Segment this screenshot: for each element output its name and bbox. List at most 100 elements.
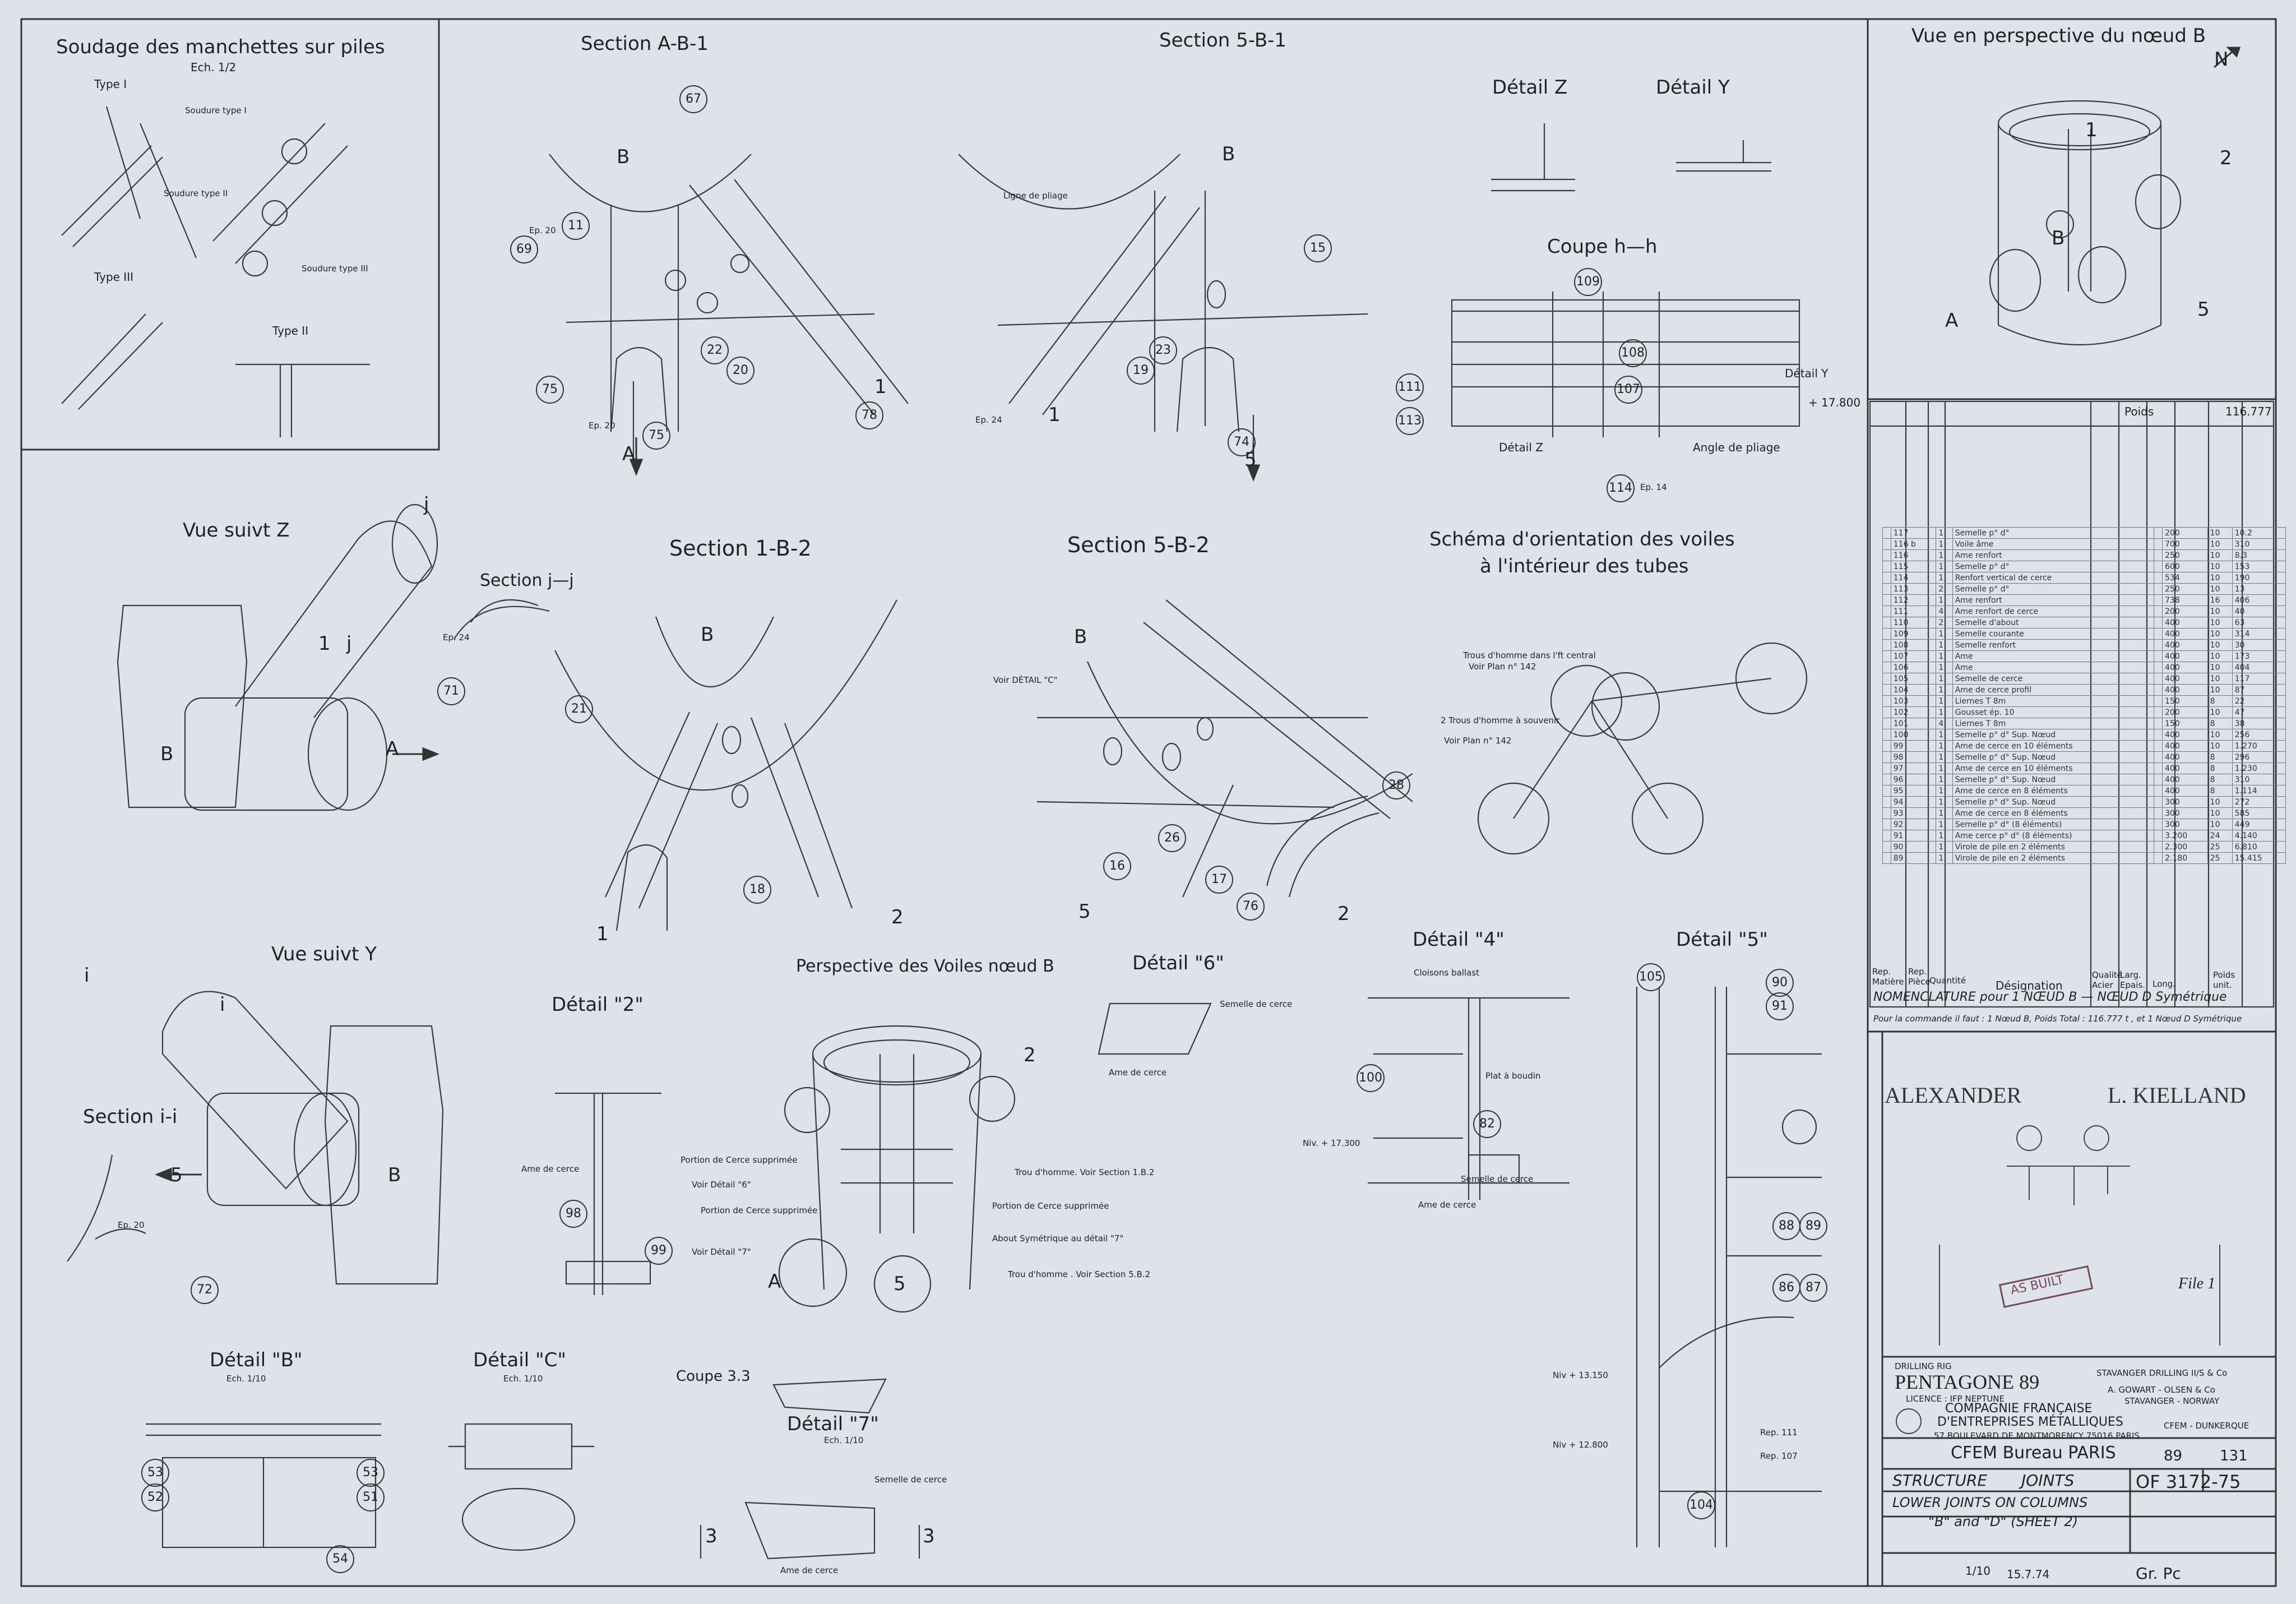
nomenclature-cell-e: 10 bbox=[2207, 740, 2233, 752]
nomenclature-cell-q: 1 bbox=[1936, 785, 1953, 797]
section-ab1-arrow-a: A bbox=[622, 443, 636, 465]
nomenclature-cell-l: 400 bbox=[2162, 662, 2208, 673]
nomenclature-cell-w: 13 bbox=[2232, 583, 2286, 595]
nomenclature-cell-q: 1 bbox=[1936, 774, 1953, 785]
section-5b1-point-b: B bbox=[1222, 143, 1235, 165]
nomenclature-cell-e: 24 bbox=[2207, 830, 2233, 842]
nomenclature-cell-l: 200 bbox=[2162, 706, 2208, 718]
nomenclature-cell-empty bbox=[2154, 762, 2163, 774]
callout-22: 22 bbox=[701, 336, 729, 364]
callout-26: 26 bbox=[1158, 824, 1186, 852]
nomenclature-cell-l: 2.300 bbox=[2162, 841, 2208, 853]
vue-y-i1: i bbox=[84, 964, 90, 987]
nomenclature-cell-q: 1 bbox=[1936, 729, 1953, 741]
nomenclature-cell-empty bbox=[2154, 628, 2163, 640]
nomenclature-cell-q: 2 bbox=[1936, 617, 1953, 628]
nomenclature-cell-rep: 117 bbox=[1890, 527, 1937, 539]
voir-detail-c-note: Voir DÉTAIL "C" bbox=[993, 675, 1058, 685]
nomenclature-cell-empty bbox=[2154, 583, 2163, 595]
nomenclature-cell-rep: 105 bbox=[1890, 673, 1937, 685]
section-1b2-point-b: B bbox=[701, 623, 714, 646]
nomenclature-cell-e: 10 bbox=[2207, 538, 2233, 550]
coupe-hh-detail-y: Détail Y bbox=[1785, 367, 1829, 380]
nomenclature-cell-l: 150 bbox=[2162, 695, 2208, 707]
nomenclature-cell-l: 400 bbox=[2162, 785, 2208, 797]
nomenclature-cell-empty bbox=[2154, 695, 2163, 707]
nomenclature-cell-rep: 106 bbox=[1890, 662, 1937, 673]
nomenclature-cell-empty bbox=[1882, 662, 1891, 673]
detail-2-note-3: Voir Détail "7" bbox=[692, 1247, 751, 1257]
nomenclature-cell-d: Ame de cerce en 8 éléments bbox=[1952, 785, 2155, 797]
callout-109: 109 bbox=[1574, 268, 1602, 296]
nomenclature-cell-w: 8.3 bbox=[2232, 549, 2286, 561]
nomenclature-cell-empty bbox=[2154, 673, 2163, 685]
nomenclature-cell-e: 10 bbox=[2207, 819, 2233, 830]
nomenclature-cell-rep: 102 bbox=[1890, 706, 1937, 718]
vue-y-title: Vue suivt Y bbox=[271, 943, 377, 965]
callout-28: 28 bbox=[1382, 771, 1410, 799]
callout-91: 91 bbox=[1766, 992, 1794, 1020]
nomenclature-cell-empty bbox=[1882, 628, 1891, 640]
callout-89: 89 bbox=[1799, 1212, 1827, 1240]
nomenclature-cell-l: 400 bbox=[2162, 762, 2208, 774]
nomenclature-cell-e: 10 bbox=[2207, 662, 2233, 673]
nomenclature-cell-empty bbox=[2154, 650, 2163, 662]
nomenclature-cell-d: Semelle de cerce bbox=[1952, 673, 2155, 685]
nomenclature-cell-e: 10 bbox=[2207, 583, 2233, 595]
nomenclature-cell-d: Ame renfort bbox=[1952, 549, 2155, 561]
project-name-right: L. KIELLAND bbox=[2108, 1083, 2246, 1108]
nomenclature-cell-d: Ame renfort bbox=[1952, 594, 2155, 606]
section-ab1-arrow-1: 1 bbox=[874, 376, 887, 398]
nomenclature-cell-e: 10 bbox=[2207, 807, 2233, 819]
callout-74: 74 bbox=[1228, 428, 1256, 456]
nomenclature-cell-empty bbox=[2154, 740, 2163, 752]
perspective-note-3: Trou d'homme. Voir Section 1.B.2 bbox=[1015, 1167, 1155, 1177]
detail-5-title: Détail "5" bbox=[1676, 928, 1768, 951]
nomenclature-cell-w: 22 bbox=[2232, 695, 2286, 707]
col-designation: Désignation bbox=[1996, 979, 2063, 992]
detail-6-title: Détail "6" bbox=[1132, 952, 1224, 974]
vue-y-i2: i bbox=[220, 993, 225, 1016]
nomenclature-cell-empty bbox=[2154, 830, 2163, 842]
nomenclature-cell-l: 250 bbox=[2162, 549, 2208, 561]
nomenclature-cell-w: 38 bbox=[2232, 718, 2286, 729]
nomenclature-cell-w: 296 bbox=[2232, 751, 2286, 763]
schema-note-4: Voir Plan n° 142 bbox=[1444, 736, 1512, 746]
callout-87: 87 bbox=[1799, 1274, 1827, 1302]
nomenclature-cell-rep: 96 bbox=[1890, 774, 1937, 785]
nomenclature-cell-e: 8 bbox=[2207, 785, 2233, 797]
callout-67: 67 bbox=[679, 85, 707, 113]
perspective-b-a: A bbox=[1945, 309, 1959, 332]
nomenclature-cell-e: 25 bbox=[2207, 841, 2233, 853]
detail-5-note-2: Niv + 12.800 bbox=[1553, 1440, 1608, 1450]
nomenclature-cell-d: Semelle renfort bbox=[1952, 639, 2155, 651]
nomenclature-cell-l: 400 bbox=[2162, 729, 2208, 741]
rig-type: DRILLING RIG bbox=[1895, 1361, 1952, 1371]
nomenclature-cell-empty bbox=[1882, 729, 1891, 741]
callout-15: 15 bbox=[1304, 234, 1332, 262]
vue-z-j1: j bbox=[346, 632, 352, 655]
nomenclature-cell-w: 30 bbox=[2232, 639, 2286, 651]
nomenclature-cell-rep: 97 bbox=[1890, 762, 1937, 774]
callout-72: 72 bbox=[191, 1276, 219, 1304]
nomenclature-cell-empty bbox=[2154, 549, 2163, 561]
schema-title-2: à l'intérieur des tubes bbox=[1480, 555, 1689, 577]
callout-108: 108 bbox=[1619, 339, 1647, 367]
nomenclature-cell-w: 310 bbox=[2232, 774, 2286, 785]
nomenclature-cell-rep: 98 bbox=[1890, 751, 1937, 763]
section-5b1-note: Ep. 24 bbox=[975, 415, 1002, 425]
callout-51: 51 bbox=[357, 1483, 385, 1511]
angle-de-pliage-label: Angle de pliage bbox=[1693, 441, 1780, 454]
nomenclature-cell-l: 300 bbox=[2162, 819, 2208, 830]
nomenclature-cell-empty bbox=[2154, 852, 2163, 864]
perspective-b-1: 1 bbox=[2085, 119, 2098, 141]
nomenclature-cell-e: 10 bbox=[2207, 572, 2233, 584]
nomenclature-cell-d: Ame bbox=[1952, 662, 2155, 673]
callout-18: 18 bbox=[743, 876, 771, 904]
section-ii-title: Section i-i bbox=[83, 1106, 178, 1128]
nomenclature-cell-empty bbox=[1882, 830, 1891, 842]
vue-y-5: 5 bbox=[170, 1164, 183, 1186]
